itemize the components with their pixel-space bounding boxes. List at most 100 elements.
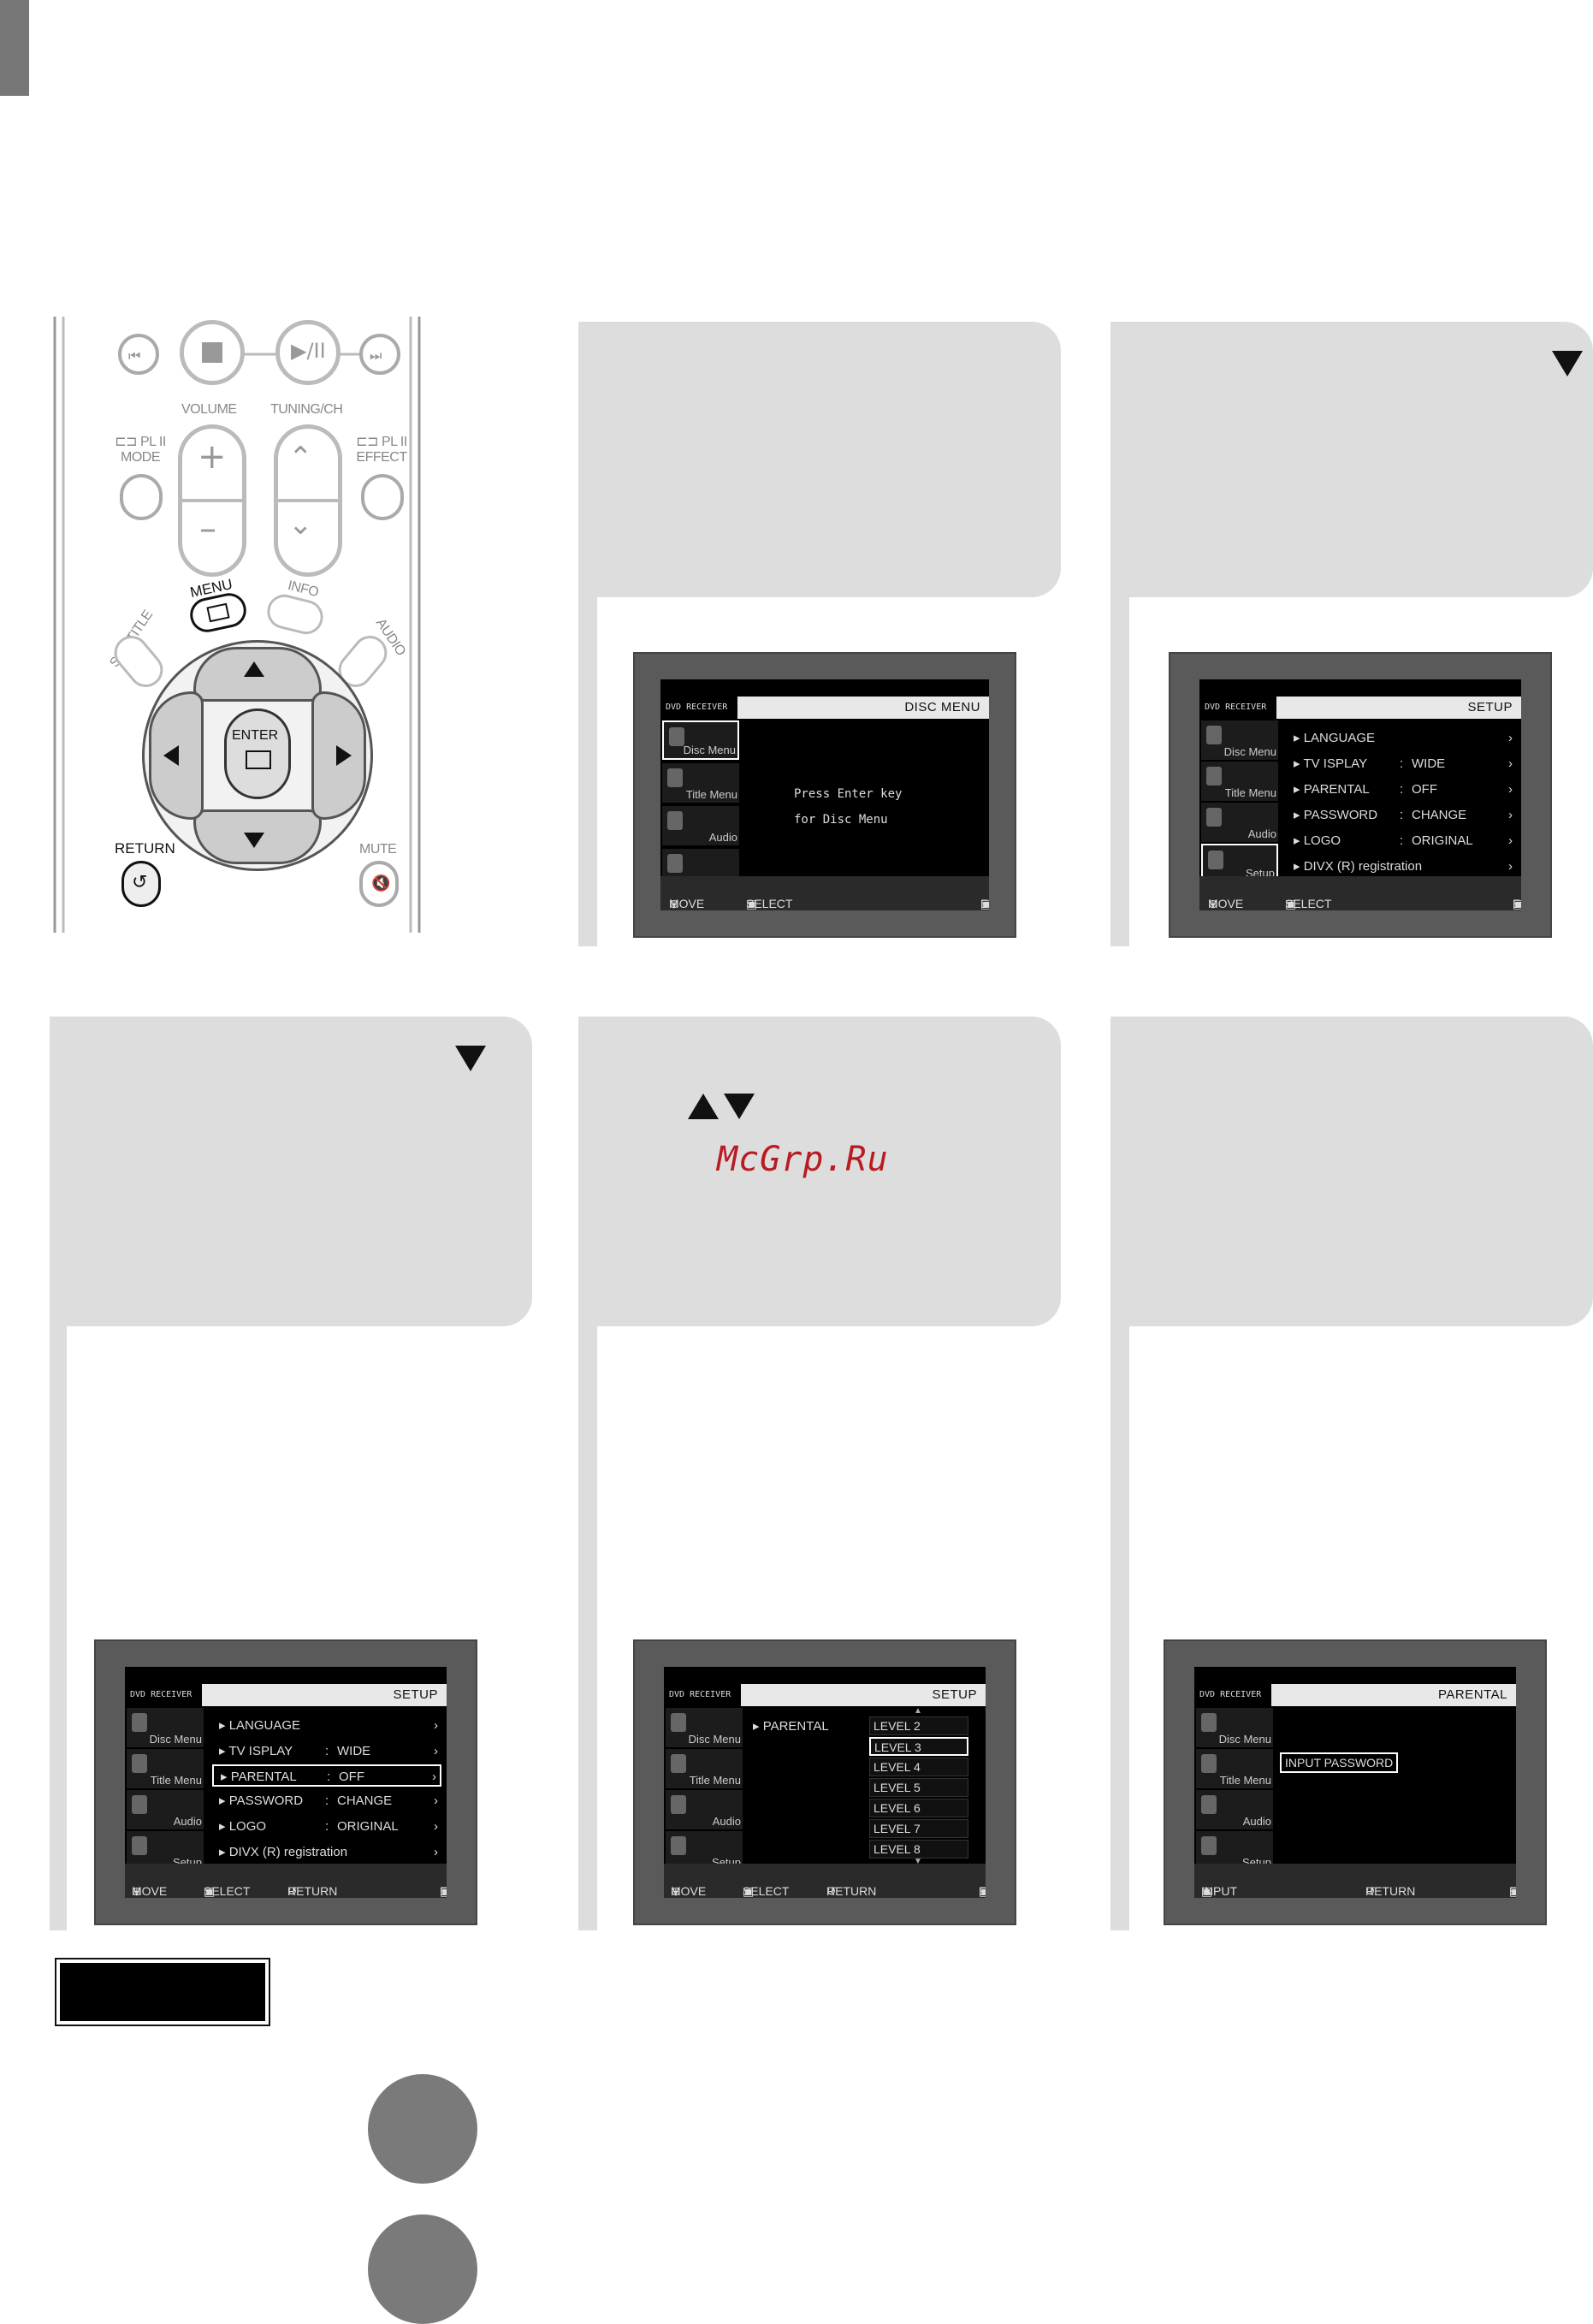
- side-item-title-menu[interactable]: Title Menu: [127, 1749, 204, 1788]
- speaker-icon: [1206, 808, 1222, 827]
- level-item[interactable]: LEVEL 7: [869, 1819, 968, 1838]
- screen-title: DISC MENU: [904, 700, 980, 714]
- level-item[interactable]: LEVEL 2: [869, 1716, 968, 1735]
- side-item-audio[interactable]: Audio: [127, 1790, 204, 1829]
- level-item[interactable]: LEVEL 4: [869, 1758, 968, 1776]
- disc-icon: [669, 727, 684, 746]
- tv-screen-disc-menu: DVD RECEIVER DISC MENU Disc Menu Title M…: [633, 652, 1016, 938]
- level-item[interactable]: LEVEL 5: [869, 1778, 968, 1797]
- side-item-audio[interactable]: Audio: [666, 1790, 743, 1829]
- nav-down-button[interactable]: [193, 809, 322, 864]
- nav-up-button[interactable]: [193, 647, 322, 702]
- level-item[interactable]: LEVEL 8: [869, 1840, 968, 1859]
- side-item-audio[interactable]: Audio: [1196, 1790, 1273, 1829]
- step-panel-5: [1110, 1017, 1593, 1326]
- return-icon: ↺: [1365, 1884, 1376, 1898]
- side-item-title-menu[interactable]: Title Menu: [1196, 1749, 1273, 1788]
- menu-row-tv-display[interactable]: ▸ TV ISPLAY:WIDE›: [212, 1740, 441, 1763]
- chevron-right-icon: ›: [434, 1718, 438, 1733]
- level-item-selected[interactable]: LEVEL 3: [869, 1737, 968, 1756]
- password-input[interactable]: INPUT PASSWORD: [1280, 1752, 1399, 1773]
- chevron-right-icon: ›: [1508, 731, 1513, 745]
- side-item-disc-menu[interactable]: Disc Menu: [666, 1708, 743, 1747]
- pl-mode-button[interactable]: [120, 474, 163, 520]
- disc-icon: [671, 1713, 686, 1732]
- note-bullet-2: [368, 2214, 477, 2324]
- return-icon: ↺: [132, 872, 148, 893]
- menu-row-logo[interactable]: ▸ LOGO:ORIGINAL›: [1287, 830, 1516, 852]
- return-label: RETURN: [115, 840, 175, 857]
- brand-label: DVD RECEIVER: [1194, 1684, 1271, 1706]
- menu-row-parental[interactable]: ▸ PARENTAL:OFF›: [212, 1764, 441, 1787]
- step-panel-5-stem: [1110, 1326, 1129, 1930]
- arrow-down-icon: [455, 1046, 486, 1071]
- chevron-right-icon: ›: [1508, 859, 1513, 874]
- menu-row-divx[interactable]: ▸ DIVX (R) registration›: [212, 1841, 441, 1864]
- menu-row-language[interactable]: ▸ LANGUAGE›: [1287, 727, 1516, 750]
- menu-row-logo[interactable]: ▸ LOGO:ORIGINAL›: [212, 1816, 441, 1838]
- level-list[interactable]: ▲ LEVEL 2 LEVEL 3 LEVEL 4 LEVEL 5 LEVEL …: [869, 1706, 972, 1866]
- return-button[interactable]: ↺: [121, 861, 161, 907]
- tv-screen-setup: DVD RECEIVER SETUP Disc Menu Title Menu …: [1169, 652, 1552, 938]
- menu-row-password[interactable]: ▸ PASSWORD:CHANGE›: [212, 1790, 441, 1812]
- arrow-down-icon: [244, 833, 264, 848]
- menu-row-password[interactable]: ▸ PASSWORD:CHANGE›: [1287, 804, 1516, 827]
- menu-row-divx[interactable]: ▸ DIVX (R) registration›: [1287, 856, 1516, 878]
- menu-row-tv-display[interactable]: ▸ TV ISPLAY:WIDE›: [1287, 753, 1516, 775]
- skip-forward-icon: ⏭: [370, 347, 382, 364]
- tuning-label: TUNING/CH: [270, 402, 343, 417]
- skip-back-button[interactable]: [118, 334, 159, 375]
- title-icon: [1206, 767, 1222, 786]
- step-panel-3: [50, 1017, 532, 1326]
- screen-title: SETUP: [1467, 700, 1513, 714]
- side-item-disc-menu[interactable]: Disc Menu: [1196, 1708, 1273, 1747]
- return-icon: ↺: [287, 1884, 298, 1898]
- enter-label: ENTER: [232, 728, 279, 743]
- title-icon: [1201, 1754, 1217, 1773]
- side-item-title-menu[interactable]: Title Menu: [1201, 762, 1278, 801]
- step-panel-1-stem: [578, 597, 597, 946]
- pl-effect-button[interactable]: [361, 474, 404, 520]
- menu-icon: [206, 602, 230, 623]
- menu-row-language[interactable]: ▸ LANGUAGE›: [212, 1715, 441, 1737]
- tuning-down-icon: ⌄: [288, 507, 313, 542]
- tuning-rocker[interactable]: ⌃ ⌄: [274, 424, 342, 577]
- step-panel-1: [578, 322, 1061, 597]
- side-item-title-menu[interactable]: Title Menu: [662, 763, 739, 803]
- skip-forward-button[interactable]: [359, 334, 400, 375]
- side-item-disc-menu[interactable]: Disc Menu: [662, 720, 739, 760]
- return-icon: ↺: [826, 1884, 837, 1898]
- note-header-box: [55, 1958, 270, 2026]
- move-icon: ⊕: [671, 1884, 681, 1898]
- step-panel-2-stem: [1110, 597, 1129, 946]
- tv-screen-parental-levels: DVD RECEIVER SETUP Disc Menu Title Menu …: [633, 1639, 1016, 1925]
- side-item-title-menu[interactable]: Title Menu: [666, 1749, 743, 1788]
- menu-row-parental[interactable]: ▸ PARENTAL:OFF›: [1287, 779, 1516, 801]
- side-item-disc-menu[interactable]: Disc Menu: [1201, 720, 1278, 760]
- disc-icon: [1201, 1713, 1217, 1732]
- stop-icon: [202, 342, 222, 363]
- chevron-right-icon: ›: [1508, 808, 1513, 822]
- chevron-right-icon: ›: [1508, 756, 1513, 771]
- brand-label: DVD RECEIVER: [1199, 697, 1276, 719]
- volume-rocker[interactable]: + –: [178, 424, 246, 577]
- brand-label: DVD RECEIVER: [125, 1684, 202, 1706]
- volume-up-icon: +: [198, 437, 227, 477]
- level-item[interactable]: LEVEL 6: [869, 1799, 968, 1817]
- side-item-disc-menu[interactable]: Disc Menu: [127, 1708, 204, 1747]
- nav-left-button[interactable]: [149, 691, 204, 820]
- enter-button[interactable]: ENTER: [224, 708, 291, 799]
- mute-button[interactable]: 🔇: [359, 861, 399, 907]
- play-pause-button[interactable]: [275, 320, 341, 385]
- nav-right-button[interactable]: [311, 691, 366, 820]
- side-item-audio[interactable]: Audio: [1201, 803, 1278, 842]
- exit-icon: ▣: [440, 1884, 447, 1898]
- step-panel-2: [1110, 322, 1593, 597]
- side-item-audio[interactable]: Audio: [662, 806, 739, 845]
- tuning-up-icon: ⌃: [288, 441, 313, 475]
- play-pause-icon: ▶/II: [291, 339, 326, 363]
- parental-label: ▸ PARENTAL: [753, 1719, 829, 1734]
- select-icon: ▣: [1285, 897, 1297, 910]
